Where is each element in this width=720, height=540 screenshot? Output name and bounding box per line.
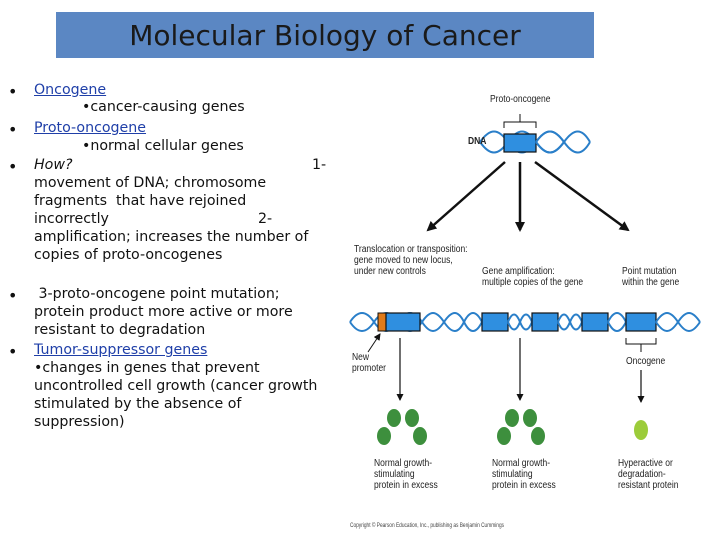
new-promoter-label: New promoter [352,352,387,374]
protein-icon [523,409,537,427]
protein-icon [505,409,519,427]
bullet-marker: • [8,286,18,305]
gene-bracket [503,121,537,128]
how-line: movement of DNA; chromosome [34,175,267,191]
how-line: fragments that have rejoined [34,193,247,209]
tumor-suppressor-line: uncontrolled cell growth (cancer growth [34,378,318,394]
protein-icon [377,427,391,445]
tumor-suppressor-line: suppression) [34,414,125,430]
proto-oncogene-gene-box [503,133,537,153]
how-heading: How? [34,157,73,173]
bullet-marker: • [8,120,18,139]
how-line: incorrectly [34,211,109,227]
promoter-pointer [367,333,381,353]
new-promoter-box [377,312,387,332]
diagram-graphics [349,114,701,445]
point-mutation-label: Point mutation within the gene [622,266,680,288]
result-translocation-label: Normal growth- stimulating protein in ex… [374,458,438,491]
dna-label: DNA [468,136,487,147]
translocated-gene-box [385,312,421,332]
tumor-suppressor-heading[interactable]: Tumor-suppressor genes [34,342,208,358]
protein-cluster-translocation [377,409,427,445]
amplification-dna [443,312,609,332]
tumor-suppressor-line: •changes in genes that prevent [34,360,260,376]
proto-oncogene-heading[interactable]: Proto-oncogene [34,120,147,136]
point-mutation-line: protein product more active or more [34,304,293,320]
how-line: copies of proto-oncogenes [34,247,223,263]
amplification-label: Gene amplification: multiple copies of t… [482,266,584,288]
gene-copy-box [531,312,559,332]
gene-copy-box [481,312,509,332]
oncogene-bracket [625,338,657,345]
protein-icon [387,409,401,427]
proto-oncogene-label: Proto-oncogene [490,94,551,105]
oncogene-label: Oncogene [626,356,666,367]
copyright-text: Copyright © Pearson Education, Inc., pub… [350,523,505,529]
tumor-suppressor-line: stimulated by the absence of [34,396,242,412]
bullet-marker: • [8,157,18,176]
protein-icon [405,409,419,427]
point-mutation-line: resistant to degradation [34,322,206,338]
arrow-to-point-mutation [534,160,630,232]
gene-copy-box [581,312,609,332]
step-number-1: 1- [312,157,327,173]
oncogene-heading[interactable]: Oncogene [34,82,107,98]
translocation-label: Translocation or transposition: gene mov… [354,244,468,277]
protein-cluster-amplification [497,409,545,445]
hyperactive-protein-icon [634,420,648,440]
page-title: Molecular Biology of Cancer [129,18,521,52]
arrow-to-translocation [426,161,506,232]
oncogene-definition: •cancer-causing genes [82,99,245,115]
translocation-dna [349,312,445,332]
top-dna-strand [479,114,591,154]
protein-icon [497,427,511,445]
protein-icon [413,427,427,445]
mutated-gene-box [625,312,657,332]
title-banner: Molecular Biology of Cancer [56,12,594,58]
proto-oncogene-conversion-diagram: Proto-oncogene DNA Translocation or tran… [340,80,720,540]
point-mutation-line: 3-proto-oncogene point mutation; [34,286,280,302]
protein-icon [531,427,545,445]
bullet-marker: • [8,342,18,361]
bullet-marker: • [8,82,18,101]
result-point-mutation-label: Hyperactive or degradation- resistant pr… [618,458,679,491]
point-mutation-dna [607,312,701,352]
result-amplification-label: Normal growth- stimulating protein in ex… [492,458,556,491]
how-line: amplification; increases the number of [34,229,309,245]
step-number-2: 2- [258,211,273,227]
proto-oncogene-definition: •normal cellular genes [82,138,244,154]
